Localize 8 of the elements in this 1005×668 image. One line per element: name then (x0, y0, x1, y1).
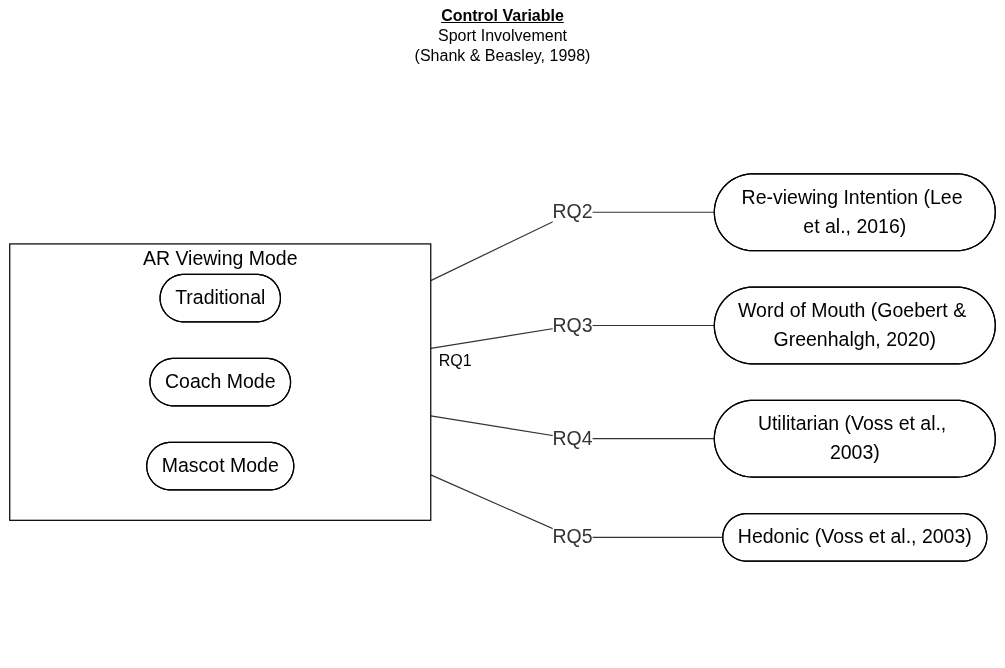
label-text: RQ1 (438, 352, 472, 371)
edge-label: RQ5 (552, 526, 593, 548)
heading: Control Variable (441, 6, 564, 26)
label-text: Sport Involvement (438, 26, 567, 46)
edge-label: RQ4 (552, 427, 593, 449)
edge-label: RQ2 (552, 201, 593, 222)
label-text: (Shank & Beasley, 1998) (414, 46, 591, 66)
edge-label: RQ3 (552, 314, 593, 336)
